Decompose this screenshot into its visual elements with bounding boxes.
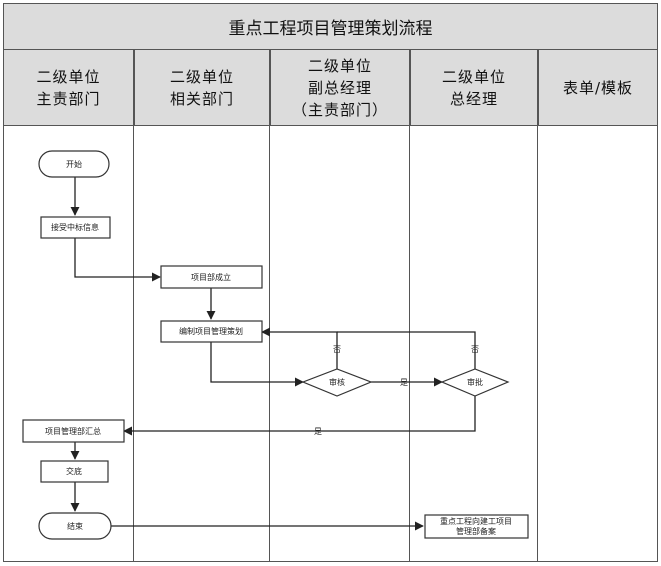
diagram-title: 重点工程项目管理策划流程 bbox=[3, 3, 658, 50]
review-yes-label: 是 bbox=[400, 378, 408, 387]
edge-review-no bbox=[261, 327, 338, 369]
approve-decision bbox=[440, 368, 510, 397]
lane-header-line: 二级单位 bbox=[307, 56, 372, 75]
end-label: 结束 bbox=[67, 521, 83, 531]
lane-gm bbox=[410, 126, 538, 562]
handover-label: 交底 bbox=[66, 466, 82, 476]
start-label: 开始 bbox=[66, 159, 82, 169]
handover-box bbox=[40, 460, 109, 483]
lane-header-vice-gm: 二级单位副总经理 （主责部门） bbox=[270, 50, 410, 126]
lane-header-line: 总经理 bbox=[449, 89, 498, 108]
start-terminator bbox=[38, 150, 110, 178]
lane-header-line: 二级单位 bbox=[441, 67, 506, 86]
filing-form-label-line2: 管理部备案 bbox=[456, 526, 496, 536]
lane-header-line: 相关部门 bbox=[169, 89, 234, 108]
lane-header-line: 副总经理 bbox=[307, 78, 372, 97]
edge-receive-establish bbox=[74, 238, 161, 282]
filing-form-box bbox=[424, 514, 529, 539]
plan-box bbox=[160, 320, 263, 343]
approve-label: 审批 bbox=[467, 377, 483, 387]
lane-main-dept bbox=[3, 126, 134, 562]
edge-approve-yes bbox=[123, 396, 476, 436]
lane-header-main-dept: 二级单位主责部门 bbox=[3, 50, 134, 126]
lane-header-line: 表单/模板 bbox=[562, 78, 634, 97]
summary-box bbox=[22, 419, 125, 443]
filing-form-label-line1: 重点工程向建工项目 bbox=[440, 516, 512, 526]
lane-header-related-dept: 二级单位相关部门 bbox=[134, 50, 270, 126]
establish-label: 项目部成立 bbox=[191, 272, 231, 282]
approve-no-label: 否 bbox=[471, 345, 479, 354]
lane-header-line: 主责部门 bbox=[36, 89, 101, 108]
lane-header-gm: 二级单位总经理 bbox=[410, 50, 538, 126]
receive-label: 接受中标信息 bbox=[51, 222, 99, 232]
establish-dept-box bbox=[160, 265, 263, 289]
lane-forms bbox=[538, 126, 658, 562]
edge-approve-no bbox=[337, 331, 476, 369]
edge-plan-review bbox=[210, 342, 304, 387]
review-no-label: 否 bbox=[333, 345, 341, 354]
review-label: 审核 bbox=[329, 377, 345, 387]
lane-related-dept bbox=[134, 126, 270, 562]
lane-header-forms: 表单/模板 bbox=[538, 50, 658, 126]
summary-label: 项目管理部汇总 bbox=[45, 426, 101, 436]
lane-vice-gm bbox=[270, 126, 410, 562]
receive-info-box bbox=[40, 216, 111, 239]
lane-header-line: 二级单位 bbox=[36, 67, 101, 86]
lane-header-line: 二级单位 bbox=[169, 67, 234, 86]
lane-header-line: （主责部门） bbox=[291, 100, 388, 119]
end-terminator bbox=[38, 512, 112, 540]
plan-label: 编制项目管理策划 bbox=[179, 326, 243, 336]
review-decision bbox=[301, 368, 373, 397]
approve-yes-label: 是 bbox=[314, 427, 322, 436]
